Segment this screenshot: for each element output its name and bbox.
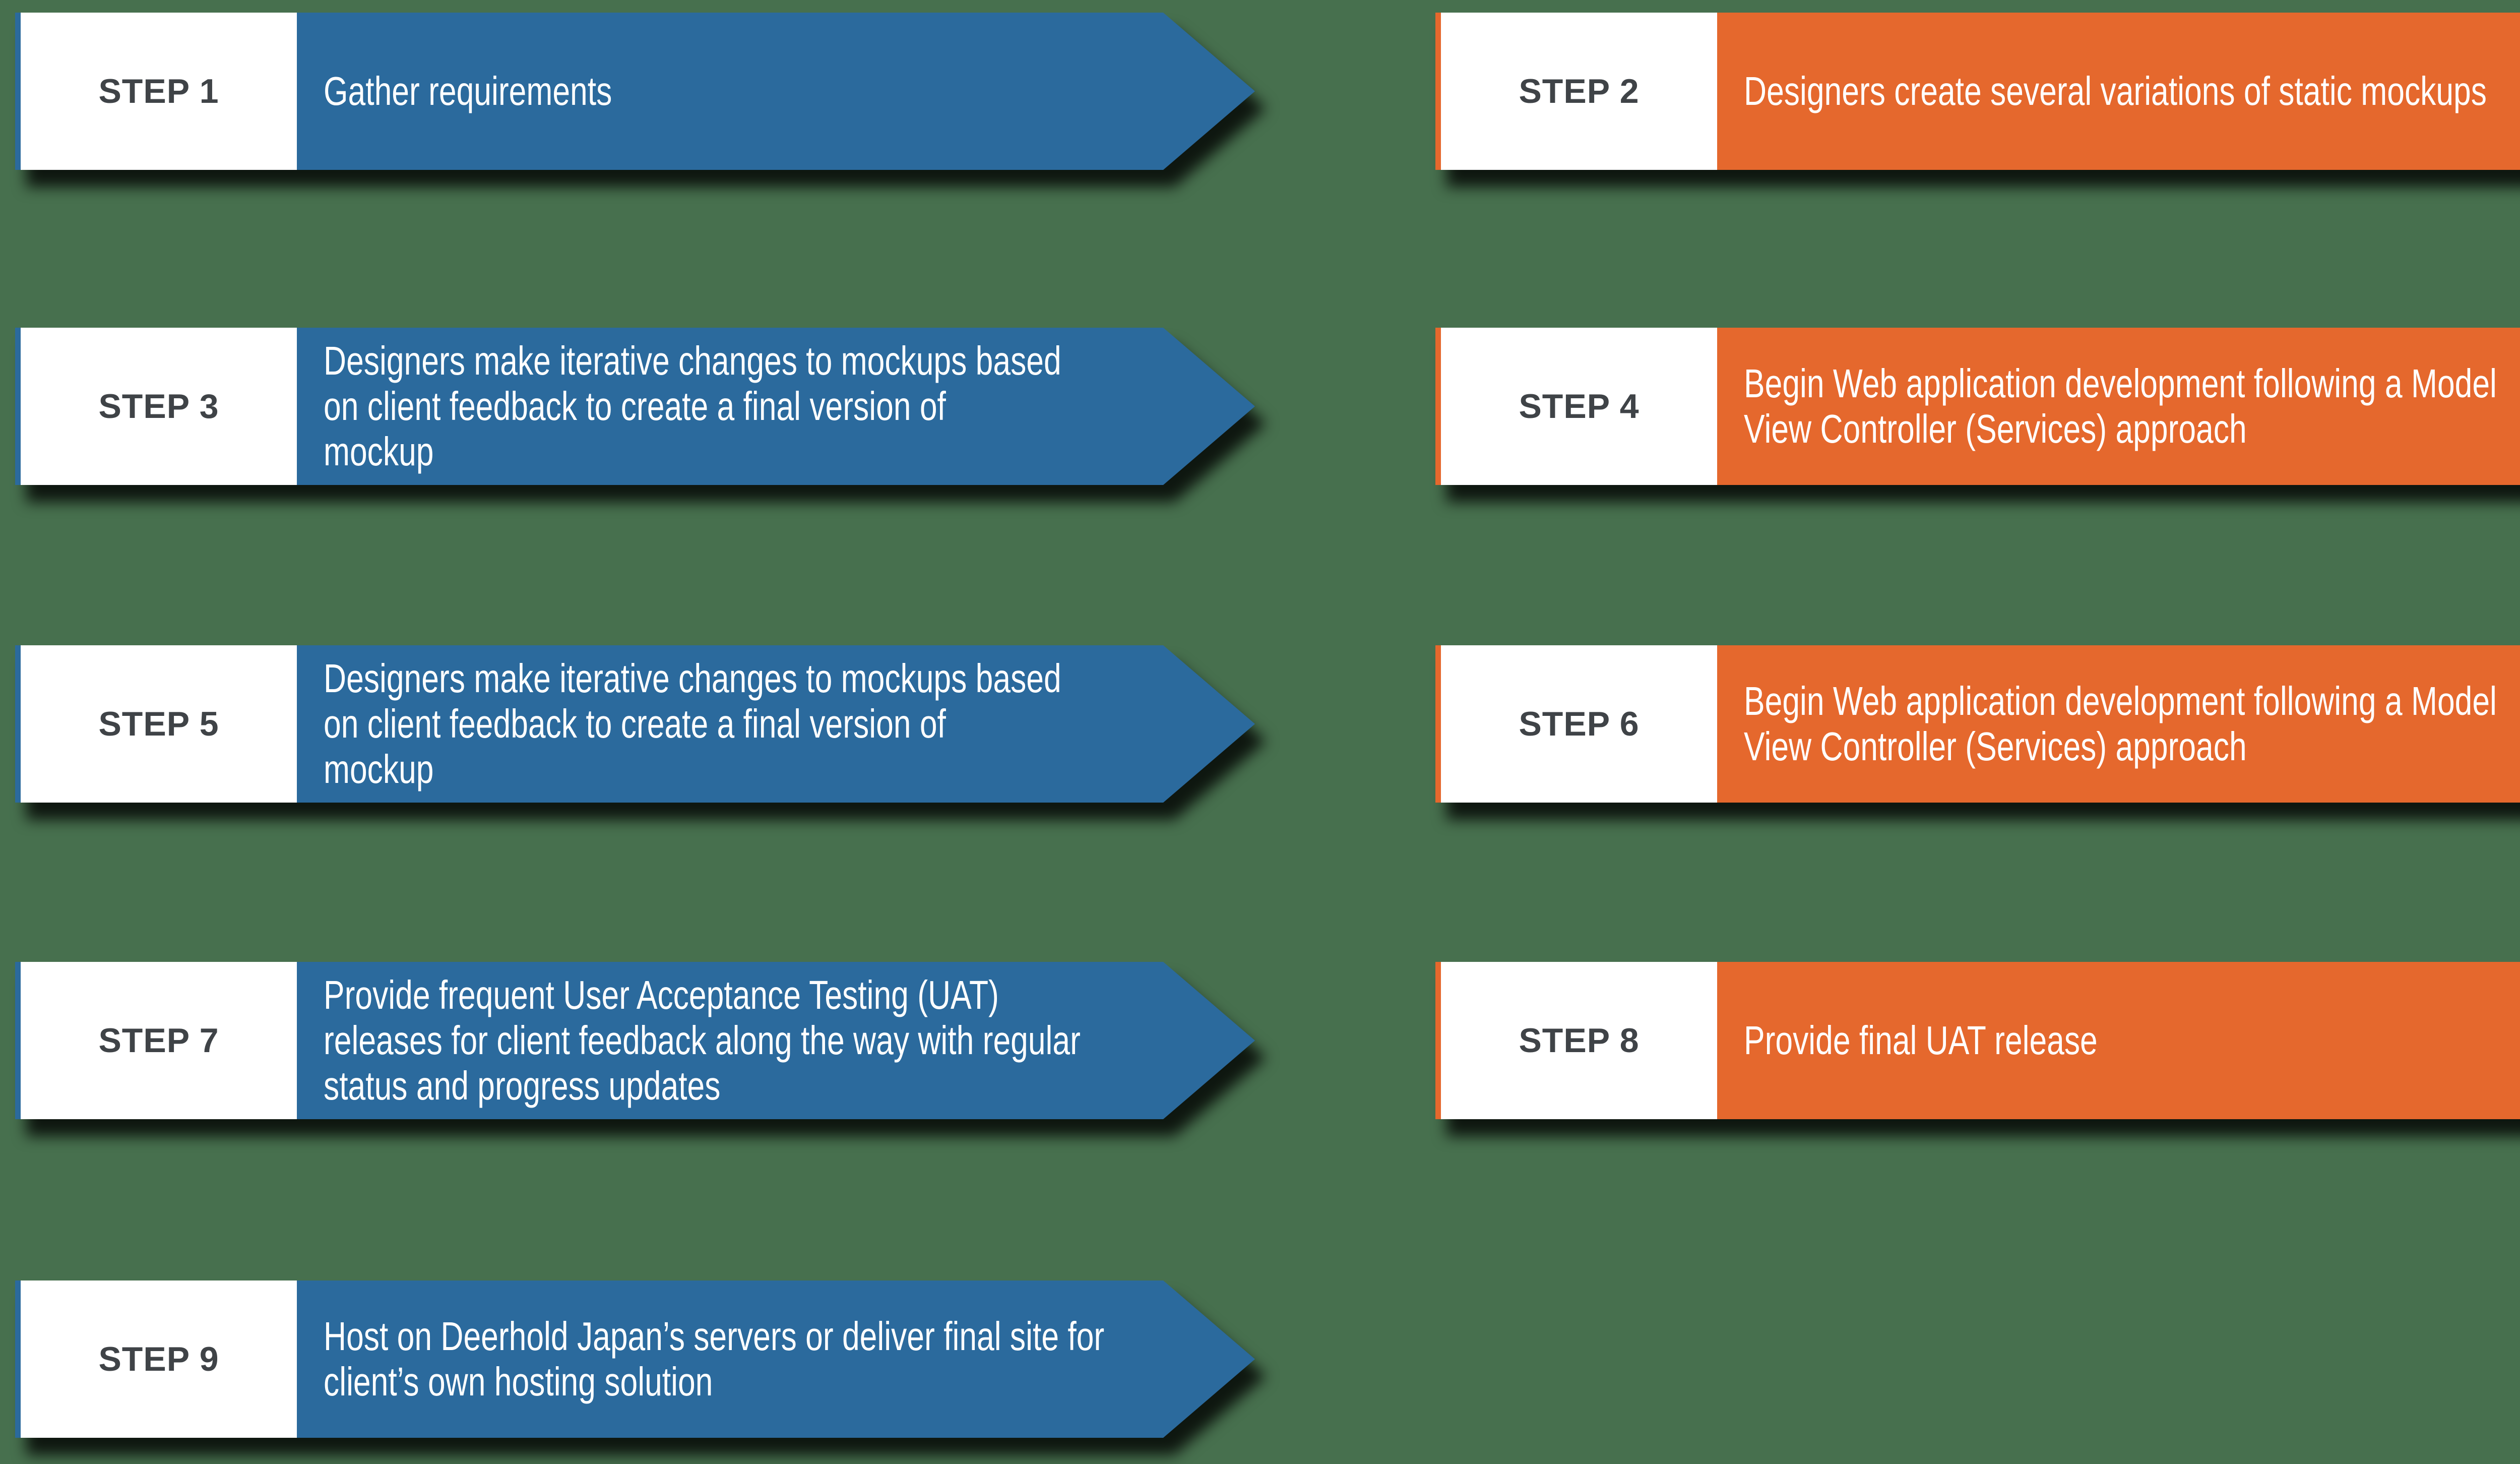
step-arrow-8: STEP 8 Provide final UAT release bbox=[1435, 962, 2520, 1119]
arrow-shape: STEP 7 Provide frequent User Acceptance … bbox=[15, 962, 1255, 1119]
step-label: STEP 7 bbox=[98, 1021, 219, 1060]
arrow-shape: STEP 4 Begin Web application development… bbox=[1435, 328, 2520, 485]
step-description: Provide final UAT release bbox=[1744, 1018, 2098, 1063]
step-arrow-4: STEP 4 Begin Web application development… bbox=[1435, 328, 2520, 485]
step-label: STEP 1 bbox=[98, 72, 219, 110]
step-label-box: STEP 1 bbox=[21, 13, 297, 170]
step-arrow-5: STEP 5 Designers make iterative changes … bbox=[15, 645, 1255, 803]
step-description-area: Host on Deerhold Japan’s servers or deli… bbox=[324, 1280, 1169, 1438]
step-description-area: Begin Web application development follow… bbox=[1744, 645, 2520, 803]
step-label: STEP 2 bbox=[1519, 72, 1640, 110]
step-description-area: Provide frequent User Acceptance Testing… bbox=[324, 962, 1169, 1119]
step-label-box: STEP 8 bbox=[1441, 962, 1717, 1119]
step-label: STEP 9 bbox=[98, 1340, 219, 1378]
step-description: Gather requirements bbox=[324, 69, 612, 113]
step-arrow-6: STEP 6 Begin Web application development… bbox=[1435, 645, 2520, 803]
step-label-box: STEP 3 bbox=[21, 328, 297, 485]
arrow-shape: STEP 5 Designers make iterative changes … bbox=[15, 645, 1255, 803]
step-description: Begin Web application development follow… bbox=[1744, 679, 2497, 769]
arrow-shape: STEP 8 Provide final UAT release bbox=[1435, 962, 2520, 1119]
arrow-shape: STEP 9 Host on Deerhold Japan’s servers … bbox=[15, 1280, 1255, 1438]
arrow-shape: STEP 6 Begin Web application development… bbox=[1435, 645, 2520, 803]
step-arrow-3: STEP 3 Designers make iterative changes … bbox=[15, 328, 1255, 485]
step-description: Designers make iterative changes to mock… bbox=[324, 656, 1061, 791]
step-description-area: Begin Web application development follow… bbox=[1744, 328, 2520, 485]
step-arrow-9: STEP 9 Host on Deerhold Japan’s servers … bbox=[15, 1280, 1255, 1438]
step-description-area: Designers create several variations of s… bbox=[1744, 13, 2520, 170]
step-label-box: STEP 5 bbox=[21, 645, 297, 803]
step-description-area: Designers make iterative changes to mock… bbox=[324, 328, 1169, 485]
step-label: STEP 8 bbox=[1519, 1021, 1640, 1060]
step-description-area: Gather requirements bbox=[324, 13, 1169, 170]
step-arrow-2: STEP 2 Designers create several variatio… bbox=[1435, 13, 2520, 170]
arrow-shape: STEP 2 Designers create several variatio… bbox=[1435, 13, 2520, 170]
step-description-area: Provide final UAT release bbox=[1744, 962, 2520, 1119]
step-description-area: Designers make iterative changes to mock… bbox=[324, 645, 1169, 803]
step-label-box: STEP 9 bbox=[21, 1280, 297, 1438]
step-label: STEP 5 bbox=[98, 705, 219, 743]
step-label-box: STEP 6 bbox=[1441, 645, 1717, 803]
step-description: Designers create several variations of s… bbox=[1744, 69, 2487, 113]
arrow-shape: STEP 1 Gather requirements bbox=[15, 13, 1255, 170]
arrow-shape: STEP 3 Designers make iterative changes … bbox=[15, 328, 1255, 485]
step-description: Designers make iterative changes to mock… bbox=[324, 338, 1061, 474]
step-label: STEP 6 bbox=[1519, 705, 1640, 743]
step-description: Host on Deerhold Japan’s servers or deli… bbox=[324, 1314, 1105, 1404]
step-arrow-1: STEP 1 Gather requirements bbox=[15, 13, 1255, 170]
step-arrow-7: STEP 7 Provide frequent User Acceptance … bbox=[15, 962, 1255, 1119]
step-description: Begin Web application development follow… bbox=[1744, 361, 2497, 451]
step-label: STEP 3 bbox=[98, 387, 219, 425]
step-label-box: STEP 4 bbox=[1441, 328, 1717, 485]
step-label-box: STEP 7 bbox=[21, 962, 297, 1119]
step-label-box: STEP 2 bbox=[1441, 13, 1717, 170]
step-label: STEP 4 bbox=[1519, 387, 1640, 425]
step-description: Provide frequent User Acceptance Testing… bbox=[324, 972, 1081, 1108]
